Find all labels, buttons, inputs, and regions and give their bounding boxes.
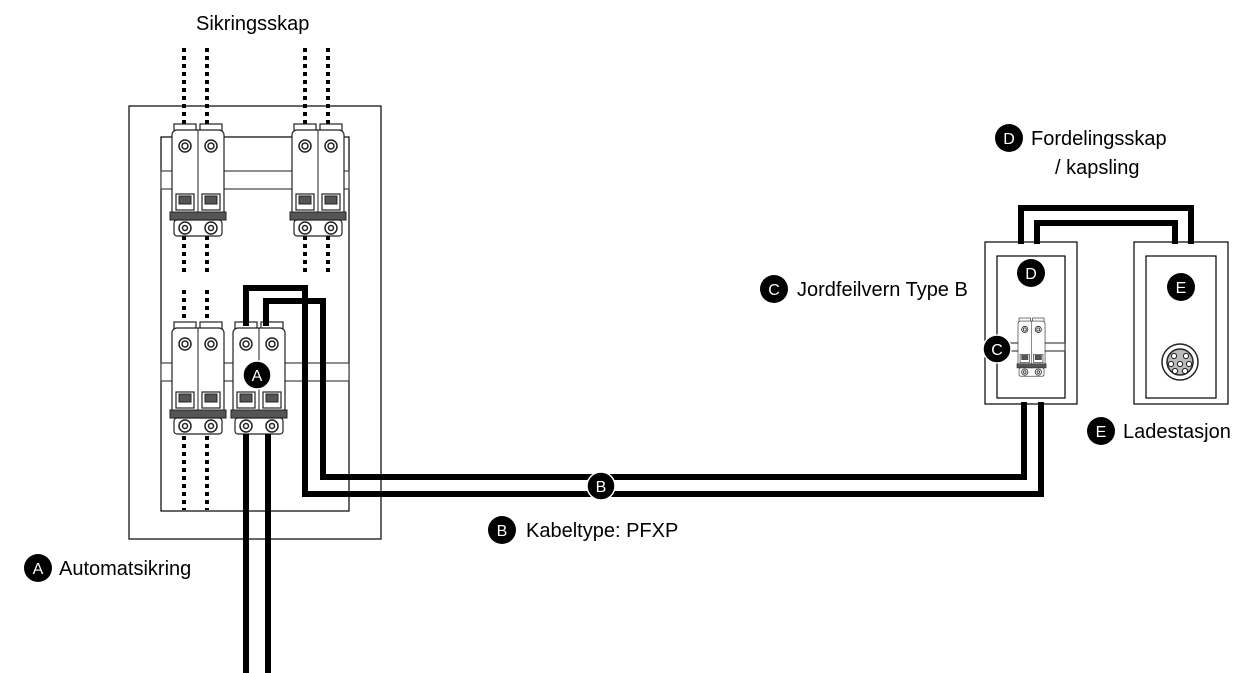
label-kabeltype: Kabeltype: PFXP xyxy=(526,520,678,542)
svg-text:C: C xyxy=(768,282,780,299)
badge-e-in-enclosure: E xyxy=(1167,273,1195,301)
legend-badge-a: A xyxy=(24,554,52,582)
label-automatsikring: Automatsikring xyxy=(59,558,191,580)
legend-badge-c: C xyxy=(760,275,788,303)
label-ladestasjon: Ladestasjon xyxy=(1123,421,1231,443)
svg-text:D: D xyxy=(1025,266,1037,283)
svg-text:C: C xyxy=(991,342,1003,359)
svg-text:A: A xyxy=(252,368,263,385)
badge-a-on-breaker: A xyxy=(242,360,272,390)
svg-text:B: B xyxy=(596,479,607,496)
svg-text:E: E xyxy=(1176,280,1187,297)
charging-socket-icon xyxy=(1161,343,1199,381)
sikringsskap-panel xyxy=(128,48,382,540)
jordfeilvern-breaker xyxy=(1016,317,1047,377)
label-sikringsskap: Sikringsskap xyxy=(196,13,309,35)
badge-c-on-breaker: C xyxy=(982,334,1012,364)
sikringsskap-enclosure xyxy=(128,105,382,540)
svg-text:B: B xyxy=(497,523,508,540)
badge-b-on-cable: B xyxy=(586,471,616,501)
label-fordelingsskap: Fordelingsskap xyxy=(1031,128,1167,150)
cable-b-pfxp xyxy=(243,285,1044,497)
ladestasjon-enclosure xyxy=(1133,241,1229,405)
sikringsskap-backplate xyxy=(160,136,350,512)
legend-badge-e: E xyxy=(1087,417,1115,445)
circuit-breaker xyxy=(289,123,347,237)
circuit-breaker xyxy=(169,321,227,435)
svg-text:D: D xyxy=(1003,131,1015,148)
cable-d-to-e xyxy=(1018,205,1194,244)
svg-text:A: A xyxy=(33,561,44,578)
label-kapsling: / kapsling xyxy=(1055,157,1140,179)
svg-text:E: E xyxy=(1096,424,1107,441)
legend-badge-b: B xyxy=(488,516,516,544)
label-jordfeilvern: Jordfeilvern Type B xyxy=(797,279,968,301)
circuit-breaker xyxy=(169,123,227,237)
badge-d-in-enclosure: D xyxy=(1017,259,1045,287)
legend-badge-d: D xyxy=(995,124,1023,152)
